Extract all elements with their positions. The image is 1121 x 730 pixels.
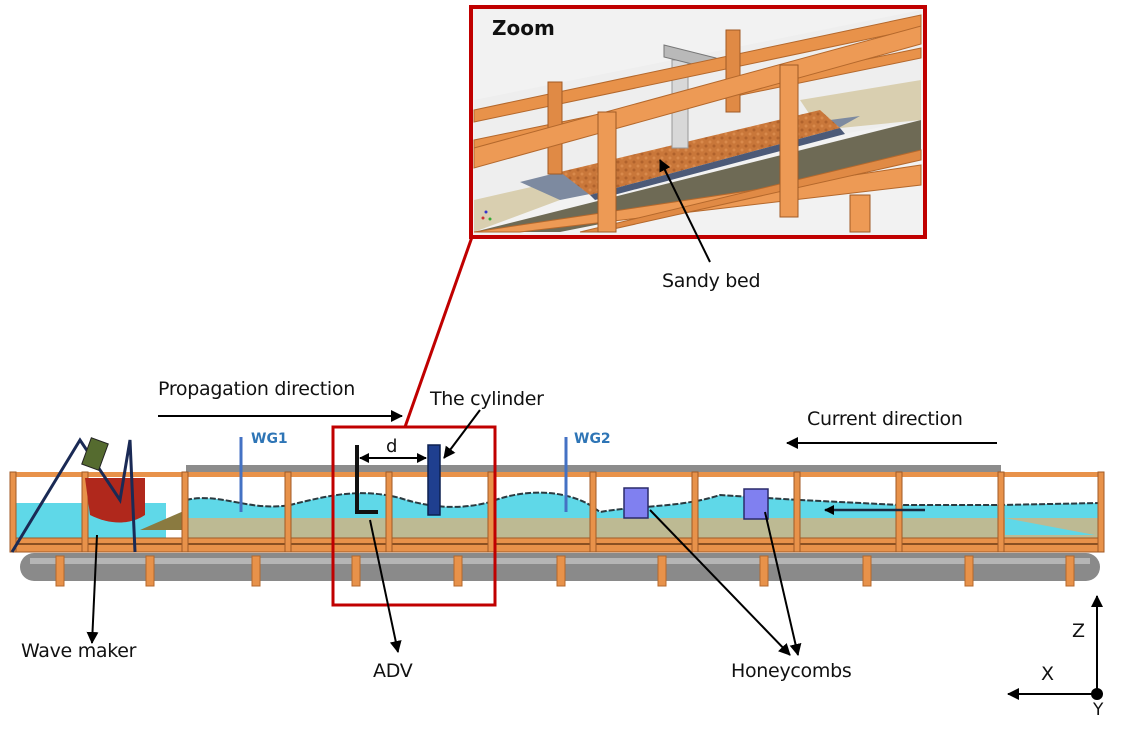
honeycomb-arrow-2 (764, 511, 802, 656)
z-axis-label: Z (1072, 620, 1085, 642)
honeycomb-2 (743, 488, 769, 520)
distance-d-label: d (386, 436, 398, 457)
x-axis-label: X (1041, 663, 1054, 685)
coordinate-axes (1007, 595, 1103, 700)
wave-gauge-1-label: WG1 (251, 431, 288, 447)
wave-maker-label: Wave maker (21, 640, 137, 662)
wave-maker-arm (10, 437, 137, 553)
wave-maker-arrow (86, 534, 99, 644)
honeycomb-1 (623, 487, 649, 519)
y-axis-origin (1091, 688, 1103, 700)
current-direction-label: Current direction (807, 408, 963, 430)
sandy-bed-region (560, 110, 840, 195)
zoom-inset (469, 5, 927, 239)
propagation-direction-label: Propagation direction (158, 378, 355, 400)
flume (9, 437, 1105, 587)
region-of-interest-frame (331, 425, 497, 607)
cylinder-label: The cylinder (430, 388, 544, 410)
cylinder (427, 444, 441, 516)
sandy-bed-label: Sandy bed (662, 270, 761, 292)
pipe-supports (55, 555, 1075, 587)
sandy-bed-arrow (659, 159, 711, 263)
cylinder-arrow (443, 409, 481, 459)
tank-posts (9, 471, 1105, 553)
adv-label: ADV (373, 660, 413, 682)
adv-arrow (369, 519, 402, 653)
wave-gauge-2-label: WG2 (574, 431, 611, 447)
zoom-connector-line (403, 236, 474, 428)
honeycombs-label: Honeycombs (731, 660, 852, 682)
honeycomb-arrow-1 (649, 509, 791, 656)
adv-probe (355, 445, 378, 514)
y-axis-label: Y (1093, 700, 1104, 720)
zoom-inset-title: Zoom (492, 16, 555, 40)
wave-maker-paddle (85, 478, 145, 523)
channel-side (474, 120, 921, 232)
